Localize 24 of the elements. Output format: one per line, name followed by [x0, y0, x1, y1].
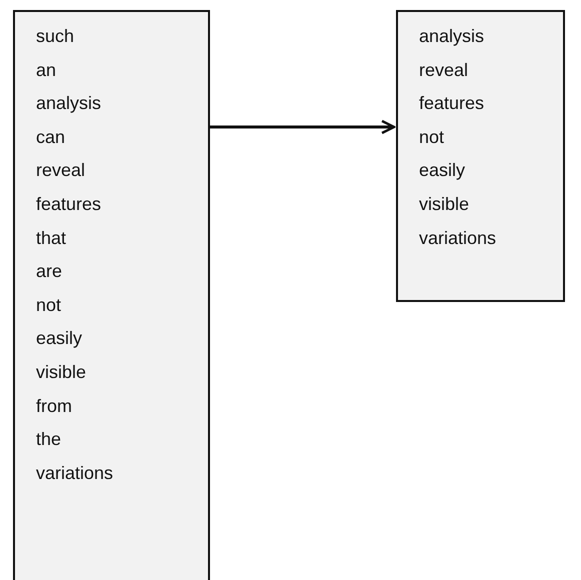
word-label: analysis — [36, 93, 102, 114]
word-label: easily — [36, 328, 82, 348]
word-label: are — [36, 261, 62, 282]
word-label: such — [36, 26, 74, 46]
word-list-box — [13, 10, 210, 580]
word-label: the — [36, 429, 62, 450]
word-label: variations — [419, 228, 496, 248]
word-label: variations — [36, 462, 114, 483]
word-label: analysis — [419, 26, 484, 46]
word-label: not — [36, 294, 62, 315]
word-label: that — [36, 228, 66, 248]
word-list-box — [396, 10, 565, 302]
word-label: an — [36, 60, 56, 80]
word-label: from — [36, 396, 72, 416]
word-label: reveal — [36, 160, 86, 180]
word-label: visible — [419, 194, 470, 214]
arrow — [210, 120, 396, 134]
word-label: features — [36, 194, 102, 214]
word-label: not — [419, 126, 444, 147]
word-label: can — [36, 126, 66, 147]
word-label: visible — [36, 362, 86, 382]
word-label: features — [419, 93, 484, 114]
word-label: easily — [419, 160, 466, 180]
word-label: reveal — [419, 60, 468, 80]
